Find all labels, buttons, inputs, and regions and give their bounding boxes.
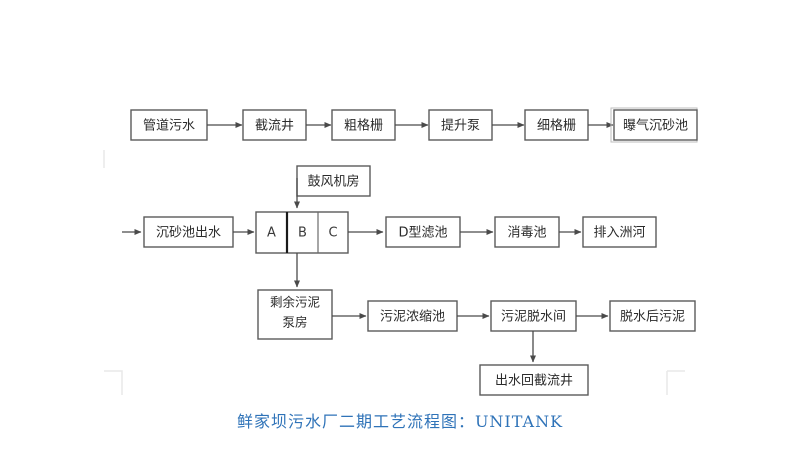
node-label-line1: 剩余污泥 bbox=[270, 295, 320, 310]
unitank-cell-b-label: B bbox=[298, 226, 307, 241]
node-pipe-sewage[interactable]: 管道污水 bbox=[130, 109, 208, 141]
node-grit-chamber-effluent[interactable]: 沉砂池出水 bbox=[143, 216, 234, 248]
node-label: 管道污水 bbox=[143, 119, 195, 134]
node-label: 粗格栅 bbox=[344, 118, 383, 134]
node-disinfection-tank[interactable]: 消毒池 bbox=[494, 216, 560, 248]
node-excess-sludge-pump-room[interactable]: 剩余污泥 泵房 bbox=[257, 289, 333, 340]
node-label: 污泥浓缩池 bbox=[380, 309, 445, 325]
node-sludge-dewatering-room[interactable]: 污泥脱水间 bbox=[490, 300, 577, 332]
node-return-water-to-intercept-well[interactable]: 出水回截流井 bbox=[479, 364, 589, 396]
node-discharge-to-zhou-river[interactable]: 排入洲河 bbox=[582, 216, 657, 248]
page-crop-marks bbox=[103, 150, 685, 395]
node-label: 提升泵 bbox=[441, 118, 480, 134]
node-dewatered-sludge[interactable]: 脱水后污泥 bbox=[609, 300, 696, 332]
node-aerated-grit-chamber[interactable]: 曝气沉砂池 bbox=[610, 107, 698, 143]
node-label: 污泥脱水间 bbox=[501, 310, 566, 325]
node-interception-well[interactable]: 截流井 bbox=[242, 109, 307, 141]
node-label: 排入洲河 bbox=[593, 226, 645, 241]
node-coarse-screen[interactable]: 粗格栅 bbox=[331, 109, 396, 141]
diagram-caption: 鲜家坝污水厂二期工艺流程图：UNITANK bbox=[236, 412, 564, 431]
node-lift-pump[interactable]: 提升泵 bbox=[428, 109, 493, 141]
node-d-type-filter[interactable]: D型滤池 bbox=[385, 216, 461, 248]
node-label-line2: 泵房 bbox=[282, 315, 307, 330]
unitank-cell-a-label: A bbox=[267, 226, 276, 241]
node-unitank-reactor[interactable]: A B C bbox=[255, 211, 349, 254]
node-label: 细格栅 bbox=[537, 118, 576, 134]
node-label: 出水回截流井 bbox=[495, 374, 573, 389]
node-label: 沉砂池出水 bbox=[156, 226, 221, 241]
node-label: 鼓风机房 bbox=[307, 174, 359, 190]
node-fine-screen[interactable]: 细格栅 bbox=[524, 109, 589, 141]
unitank-cell-c-label: C bbox=[328, 226, 337, 241]
node-label: 截流井 bbox=[255, 119, 294, 134]
node-label: 脱水后污泥 bbox=[620, 310, 685, 325]
node-label: 曝气沉砂池 bbox=[623, 118, 688, 134]
node-blower-room[interactable]: 鼓风机房 bbox=[296, 165, 371, 197]
node-sludge-thickener[interactable]: 污泥浓缩池 bbox=[367, 300, 458, 332]
node-label: D型滤池 bbox=[398, 226, 447, 241]
node-label: 消毒池 bbox=[507, 226, 546, 241]
